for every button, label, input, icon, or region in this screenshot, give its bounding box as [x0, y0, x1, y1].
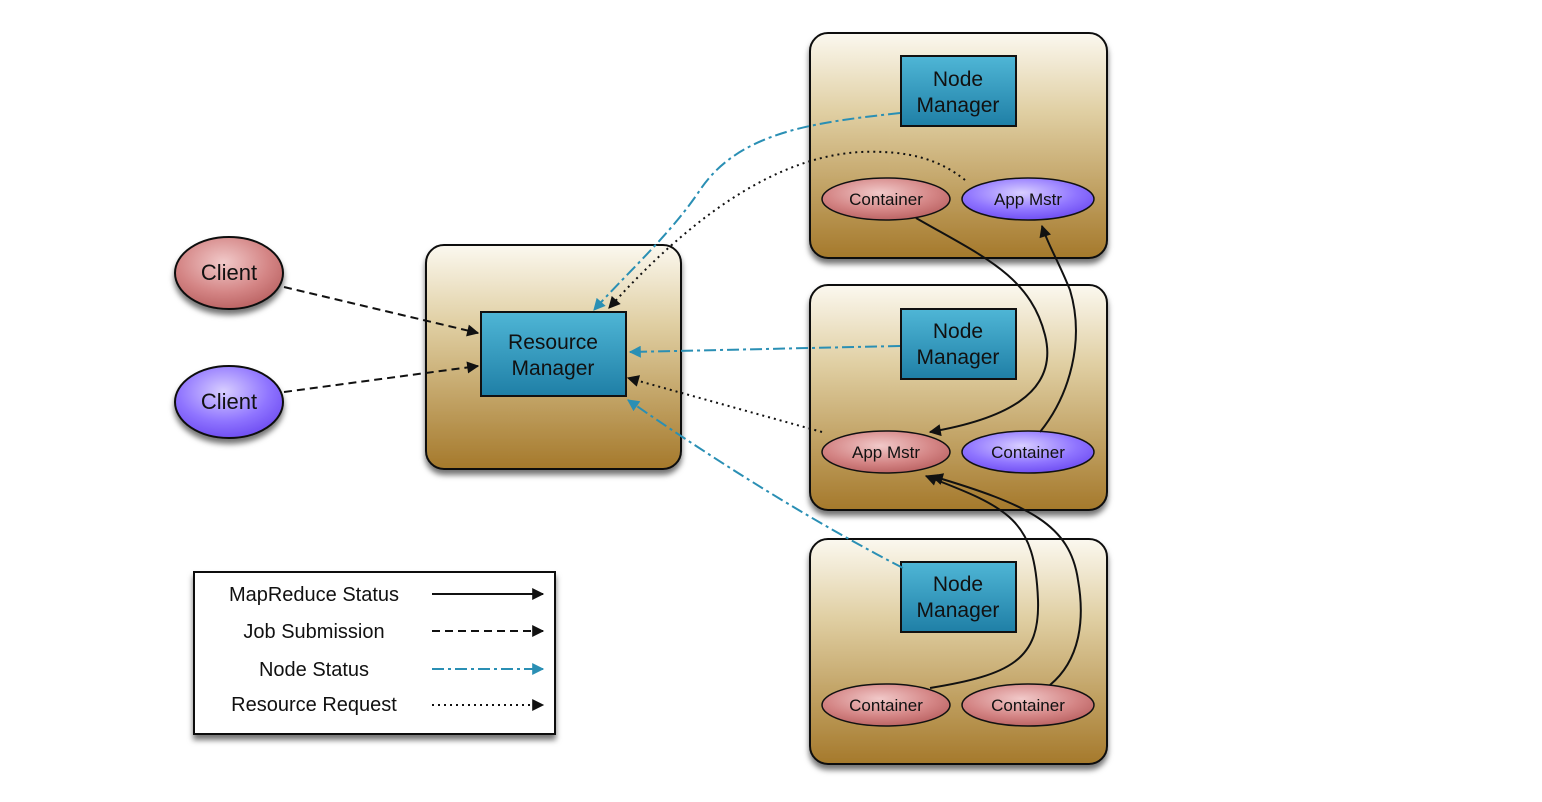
- node-status-arrow-3: [627, 399, 904, 569]
- mapreduce-status-arrow-3: [924, 474, 1040, 689]
- node-manager-box-3: [900, 561, 1017, 633]
- legend-label-mapreduce-status: MapReduce Status: [229, 584, 399, 606]
- mapreduce-status-arrow-2: [1039, 224, 1077, 433]
- node-status-arrow-2: [628, 345, 901, 358]
- legend-label-resource-request: Resource Request: [231, 694, 397, 716]
- legend-box: [193, 571, 556, 735]
- container-node3-right-label: Container: [991, 696, 1065, 715]
- client-purple-label: Client: [201, 389, 257, 414]
- node-manager-2-line1: Node: [933, 320, 983, 343]
- node-manager-1-line1: Node: [933, 68, 983, 91]
- resource-manager-label-line1: Resource: [508, 331, 598, 354]
- node-manager-box-2: [900, 308, 1017, 380]
- client-pink-label: Client: [201, 260, 257, 285]
- resource-manager-box: [480, 311, 627, 397]
- node-manager-box-1: [900, 55, 1017, 127]
- node-manager-2-line2: Manager: [917, 346, 1000, 369]
- container-node3-right: [961, 683, 1095, 727]
- mapreduce-status-arrow-1: [915, 217, 1049, 437]
- node-manager-3-line1: Node: [933, 573, 983, 596]
- node-manager-1-line2: Manager: [917, 94, 1000, 117]
- job-submission-arrow-2: [283, 361, 480, 393]
- app-master-node2: [821, 430, 951, 474]
- container-node2-right: [961, 430, 1095, 474]
- legend-label-node-status: Node Status: [259, 659, 369, 681]
- app-master-node1-label: App Mstr: [994, 190, 1062, 209]
- node-status-arrow-1: [593, 112, 901, 311]
- job-submission-arrow-1: [283, 286, 480, 337]
- legend-label-job-submission: Job Submission: [243, 621, 384, 643]
- container-node3-left: [821, 683, 951, 727]
- container-node3-left-label: Container: [849, 696, 923, 715]
- container-node2-right-label: Container: [991, 443, 1065, 462]
- client-pink: [174, 236, 284, 310]
- container-node1-left: [821, 177, 951, 221]
- client-purple: [174, 365, 284, 439]
- container-node1-left-label: Container: [849, 190, 923, 209]
- app-master-node2-label: App Mstr: [852, 443, 920, 462]
- app-master-node1: [961, 177, 1095, 221]
- resource-manager-label-line2: Manager: [512, 357, 595, 380]
- mapreduce-status-arrow-4: [930, 473, 1082, 686]
- node-manager-3-line2: Manager: [917, 599, 1000, 622]
